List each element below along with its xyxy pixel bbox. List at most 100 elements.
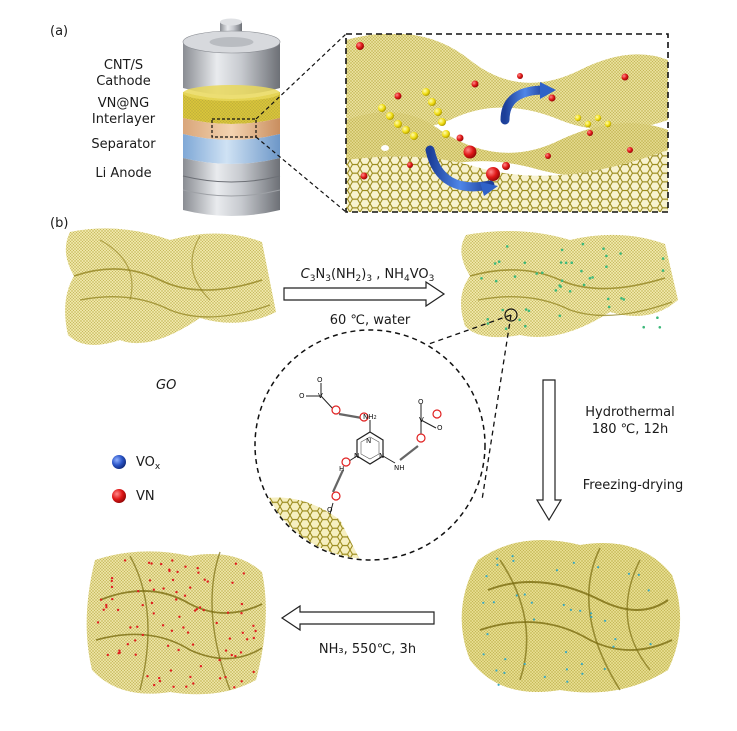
- particle-dot: [612, 645, 615, 648]
- particle-dot: [523, 593, 526, 596]
- step1-sub-6: 3: [428, 274, 435, 284]
- cathode-label-line2: Cathode: [96, 74, 151, 89]
- particle-dot: [152, 612, 155, 615]
- particle-dot: [523, 662, 526, 666]
- particle-dot: [535, 272, 538, 275]
- zoom-box-small: [211, 118, 257, 138]
- legend-vox-marker: [112, 455, 126, 469]
- particle-dot: [530, 601, 533, 604]
- particle-dot: [99, 598, 103, 601]
- go-sheet: [65, 228, 276, 345]
- step1-reagent-nh4: , NH: [372, 267, 404, 282]
- process-arrows: [280, 280, 563, 632]
- particle-dot: [178, 615, 181, 618]
- particle-dot: [524, 308, 528, 311]
- particle-dot: [503, 671, 506, 675]
- step2-line2: 180 ℃, 12h: [591, 422, 669, 437]
- step1-sub-1: 3: [309, 274, 316, 284]
- legend-vox-text: VO: [136, 455, 155, 470]
- particle-dot: [134, 653, 137, 656]
- step4-label: NH₃, 550℃, 3h: [318, 642, 417, 657]
- particle-dot: [607, 305, 611, 309]
- particle-dot: [480, 277, 483, 280]
- particle-dot: [110, 579, 114, 583]
- particle-dot: [495, 669, 498, 672]
- particle-dot: [486, 633, 489, 636]
- step1-reagents: C3N3(NH2)3 , NH4VO3: [285, 267, 450, 284]
- particle-dot: [252, 670, 255, 674]
- separator-label: Separator: [91, 137, 156, 152]
- particle-dot: [158, 676, 161, 680]
- particle-dot: [254, 629, 257, 633]
- particle-dot: [558, 284, 561, 287]
- step3-label: Freezing-drying: [582, 478, 684, 493]
- particle-dot: [523, 261, 527, 265]
- particle-dot: [118, 649, 121, 652]
- cathode-label-line1: CNT/S: [103, 58, 144, 73]
- chem-o-left: O: [299, 392, 305, 400]
- particle-dot: [137, 590, 140, 593]
- step1-sub-5: 4: [403, 274, 410, 284]
- particle-dot: [102, 608, 105, 611]
- chem-nh-top-sub: 2: [373, 415, 377, 421]
- particle-dot: [134, 639, 137, 642]
- chem-v-left: V: [318, 392, 323, 400]
- battery-illustration: [182, 18, 347, 216]
- arrow-step2: [535, 379, 563, 522]
- particle-dot: [532, 618, 536, 621]
- particle-dot: [126, 643, 129, 646]
- particle-dot: [228, 637, 232, 640]
- particle-dot: [252, 636, 255, 640]
- go-label: GO: [156, 378, 177, 393]
- particle-dot: [541, 271, 544, 275]
- zoom-inset-border: [345, 33, 669, 213]
- particle-dot: [504, 658, 507, 661]
- particle-dot: [513, 275, 517, 278]
- particle-dot: [189, 675, 192, 679]
- chem-v-right: V: [419, 416, 424, 424]
- interlayer-label-line2: Interlayer: [91, 112, 156, 127]
- particle-dot: [141, 633, 144, 637]
- particle-dot: [649, 643, 652, 646]
- particle-dot: [218, 677, 222, 680]
- particle-dot: [105, 603, 108, 607]
- particle-dot: [198, 606, 202, 609]
- particle-dot: [123, 559, 127, 562]
- particle-dot: [637, 573, 640, 577]
- particle-dot: [226, 611, 230, 614]
- particle-dot: [96, 621, 100, 624]
- particle-dot: [183, 594, 187, 597]
- particle-dot: [647, 589, 650, 592]
- particle-dot: [186, 631, 190, 634]
- particle-dot: [656, 316, 659, 320]
- particle-dot: [185, 685, 188, 688]
- particle-dot: [141, 603, 144, 607]
- particle-dot: [192, 682, 195, 685]
- inset-blue-arrow-upper: [500, 85, 550, 125]
- particle-dot: [603, 667, 606, 671]
- particle-dot: [622, 298, 626, 301]
- particle-dot: [242, 572, 245, 575]
- step1-reagent-close: ): [361, 267, 367, 282]
- particle-dot: [224, 675, 227, 679]
- particle-dot: [482, 601, 485, 604]
- particle-dot: [515, 594, 518, 597]
- particle-dot: [197, 571, 200, 574]
- particle-dot: [175, 590, 178, 594]
- particle-dot: [191, 643, 195, 646]
- particle-dot: [627, 572, 631, 575]
- particle-dot: [106, 653, 110, 657]
- step2-line1: Hydrothermal: [585, 405, 675, 420]
- particle-dot: [224, 649, 228, 652]
- particle-dot: [175, 598, 178, 601]
- step1-sub-4: 3: [366, 274, 373, 284]
- particle-dot: [496, 557, 499, 560]
- particle-dot: [605, 265, 608, 269]
- inset-blue-arrow-lower: [425, 145, 495, 192]
- particle-dot: [591, 276, 594, 279]
- particle-dot: [605, 254, 608, 258]
- particle-dot: [554, 289, 558, 292]
- chem-o-right-top: O: [418, 398, 424, 406]
